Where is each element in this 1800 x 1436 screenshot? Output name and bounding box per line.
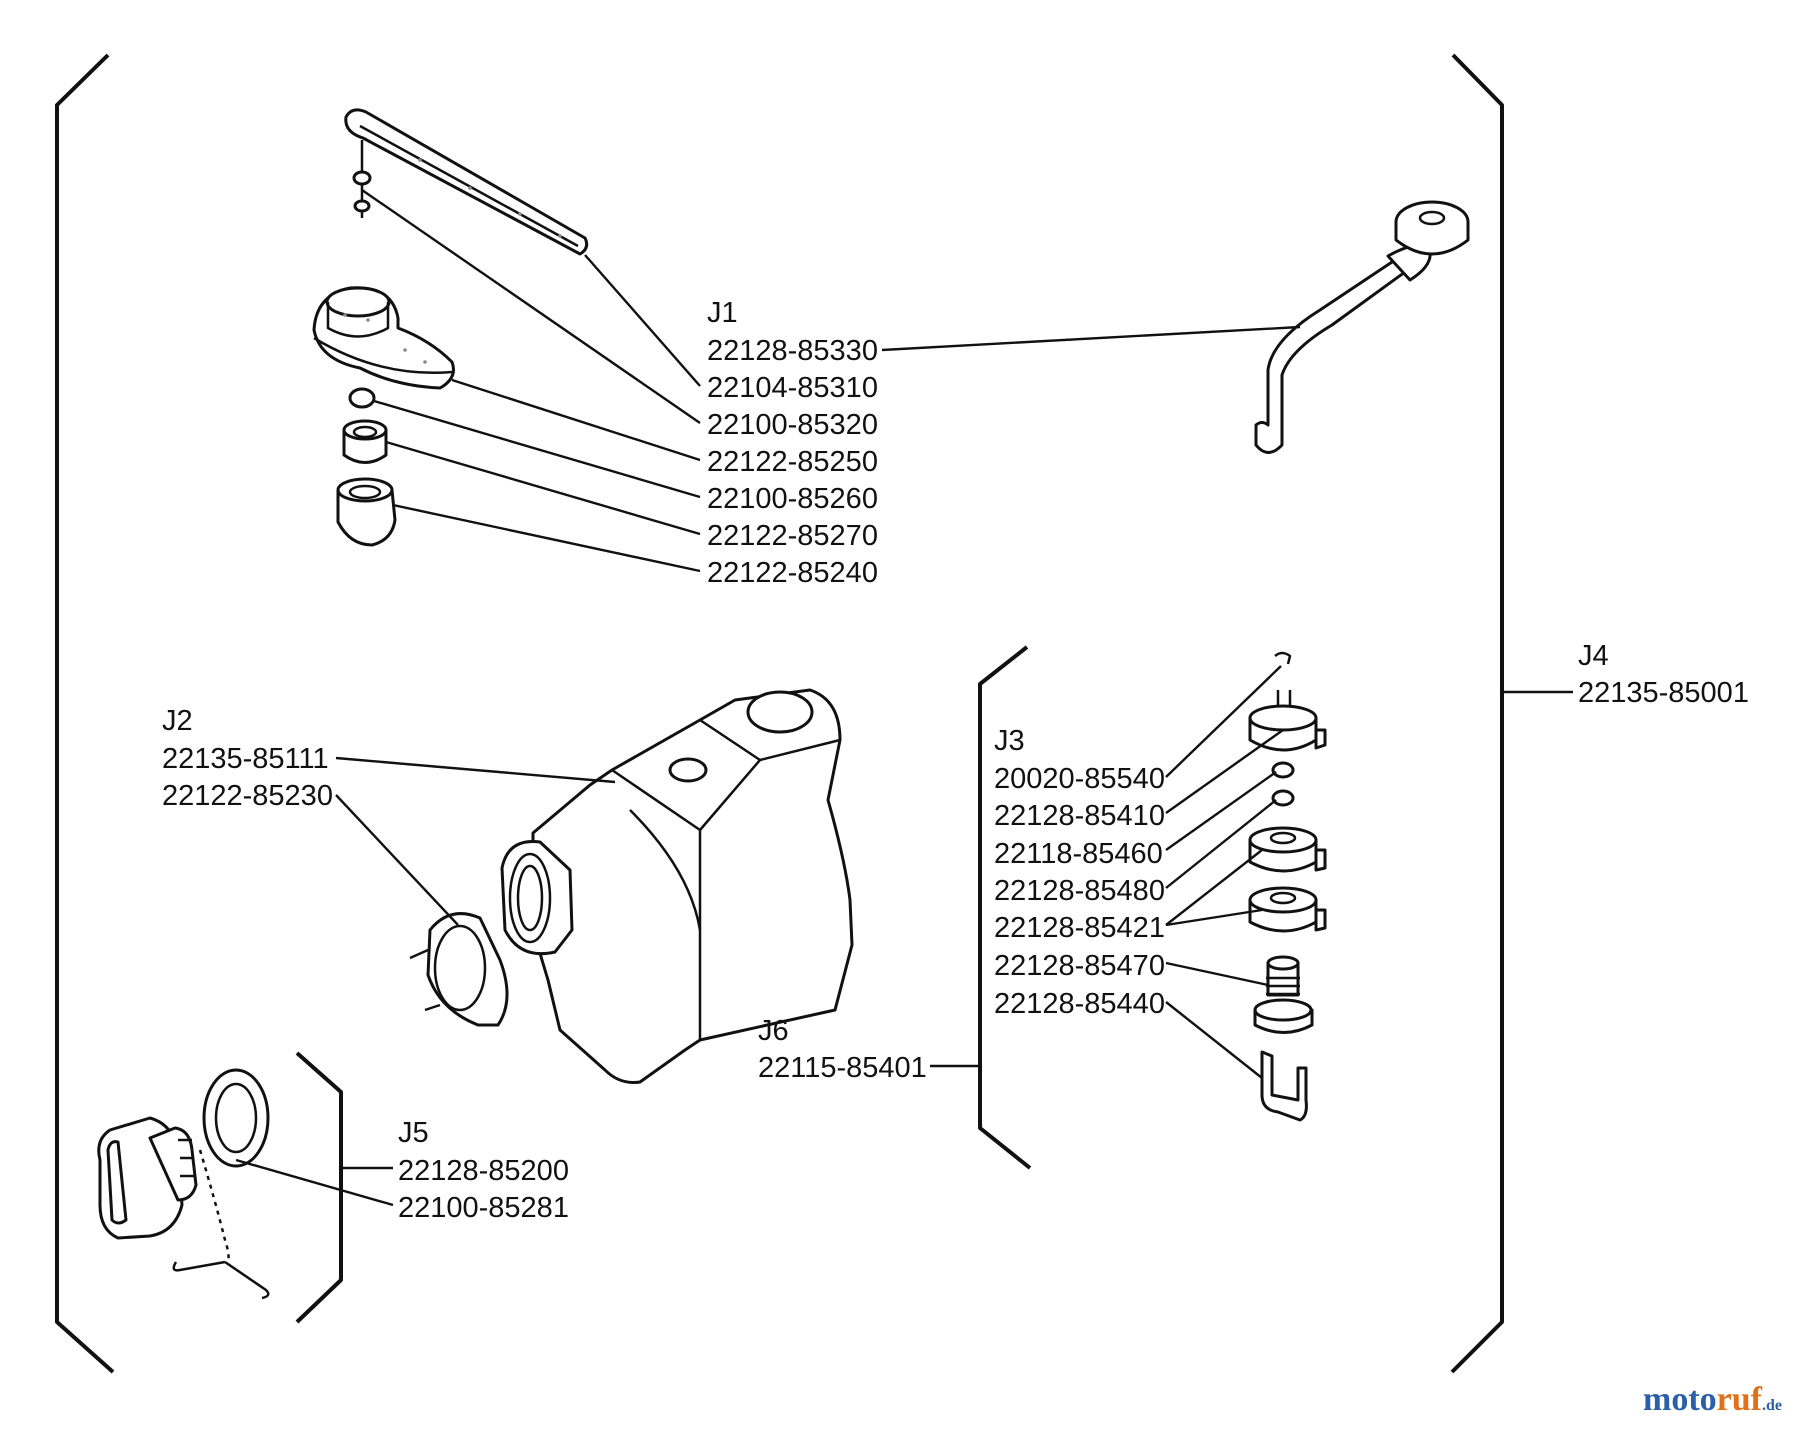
j1-part-3: 22100-85320 <box>707 409 878 441</box>
j3-top-fitting <box>1248 690 1327 752</box>
j3-bracket <box>978 645 1032 1170</box>
j1-part-7: 22122-85240 <box>707 557 878 589</box>
j1-washer <box>348 387 376 409</box>
j1-cap-lever <box>312 286 455 390</box>
j3-filter-a <box>1248 826 1327 873</box>
j5-bracket <box>295 1051 343 1324</box>
j2-label: J2 <box>162 705 193 737</box>
j1-part-1: 22128-85330 <box>707 335 878 367</box>
watermark-text-right: ruf <box>1716 1381 1762 1418</box>
j5-part-2: 22100-85281 <box>398 1192 569 1224</box>
j3-retainer-clip <box>1274 651 1292 665</box>
j6-part-1: 22115-85401 <box>758 1052 927 1084</box>
j5-filler-cap <box>97 1068 270 1300</box>
j3-label: J3 <box>994 725 1025 757</box>
watermark-suffix: .de <box>1762 1397 1782 1414</box>
j1-valve <box>342 419 388 464</box>
watermark-logo: motoruf.de <box>1643 1381 1782 1419</box>
j1-part-5: 22100-85260 <box>707 483 878 515</box>
j3-bracket-clip <box>1260 1050 1308 1122</box>
j2-part-2: 22122-85230 <box>162 780 333 812</box>
j3-part-2: 22128-85410 <box>994 800 1165 832</box>
j1-label: J1 <box>707 297 738 329</box>
j3-part-4: 22128-85480 <box>994 875 1165 907</box>
j3-part-7: 22128-85440 <box>994 988 1165 1020</box>
outer-bracket-left <box>55 53 115 1374</box>
j1-lever-arm <box>344 108 589 256</box>
j3-washer-2 <box>1271 789 1295 807</box>
j4-label: J4 <box>1578 640 1609 672</box>
j6-label: J6 <box>758 1015 789 1047</box>
j3-filter-b <box>1248 886 1327 933</box>
leader-lines <box>235 189 1573 1207</box>
j4-pickup-hose <box>1254 200 1470 454</box>
j5-part-1: 22128-85200 <box>398 1155 569 1187</box>
watermark-text-left: moto <box>1643 1381 1717 1418</box>
j2-gasket <box>409 912 509 1027</box>
j3-part-1: 20020-85540 <box>994 763 1165 795</box>
j3-washer-1 <box>1271 761 1295 779</box>
j1-pin <box>352 140 372 218</box>
j1-part-6: 22122-85270 <box>707 520 878 552</box>
j5-label: J5 <box>398 1117 429 1149</box>
j3-part-6: 22128-85470 <box>994 950 1165 982</box>
j3-part-5: 22128-85421 <box>994 912 1165 944</box>
j6-fuel-tank <box>500 688 854 1084</box>
j3-part-3: 22118-85460 <box>994 838 1163 870</box>
outer-bracket-right <box>1450 53 1504 1374</box>
j4-part-1: 22135-85001 <box>1578 677 1749 709</box>
j1-part-4: 22122-85250 <box>707 446 878 478</box>
j1-nozzle <box>336 477 397 547</box>
j3-spring-valve <box>1253 955 1314 1034</box>
j2-part-1: 22135-85111 <box>162 743 329 775</box>
j1-part-2: 22104-85310 <box>707 372 878 404</box>
